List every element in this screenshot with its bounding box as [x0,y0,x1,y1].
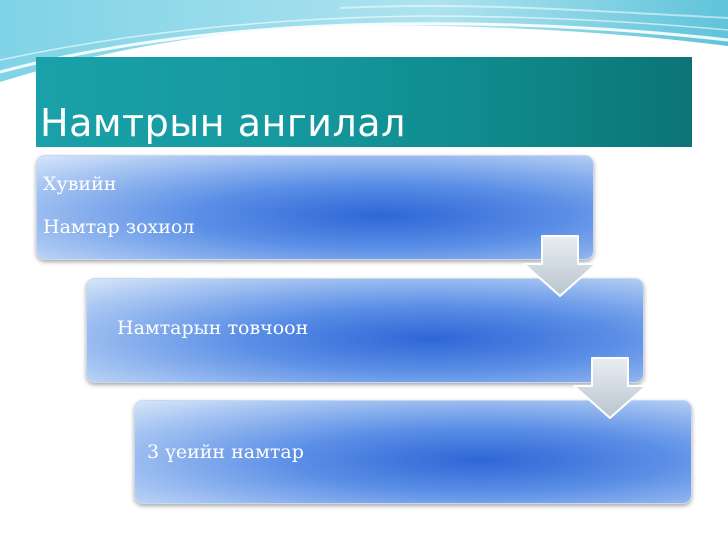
box-label: Намтар зохиол [43,216,195,238]
down-arrow-icon [573,357,647,419]
box-label: 3 үеийн намтар [147,441,304,463]
box-label: Намтарын товчоон [117,317,309,339]
category-box-personal: Хувийн Намтар зохиол [36,155,594,260]
box-label: Хувийн [43,173,117,195]
category-box-chronicle: Намтарын товчоон [86,278,644,383]
title-bar: Намтрын ангилал [36,57,692,147]
down-arrow-icon [523,235,597,297]
category-box-three-generations: 3 үеийн намтар [134,400,692,504]
slide-title: Намтрын ангилал [40,101,406,145]
